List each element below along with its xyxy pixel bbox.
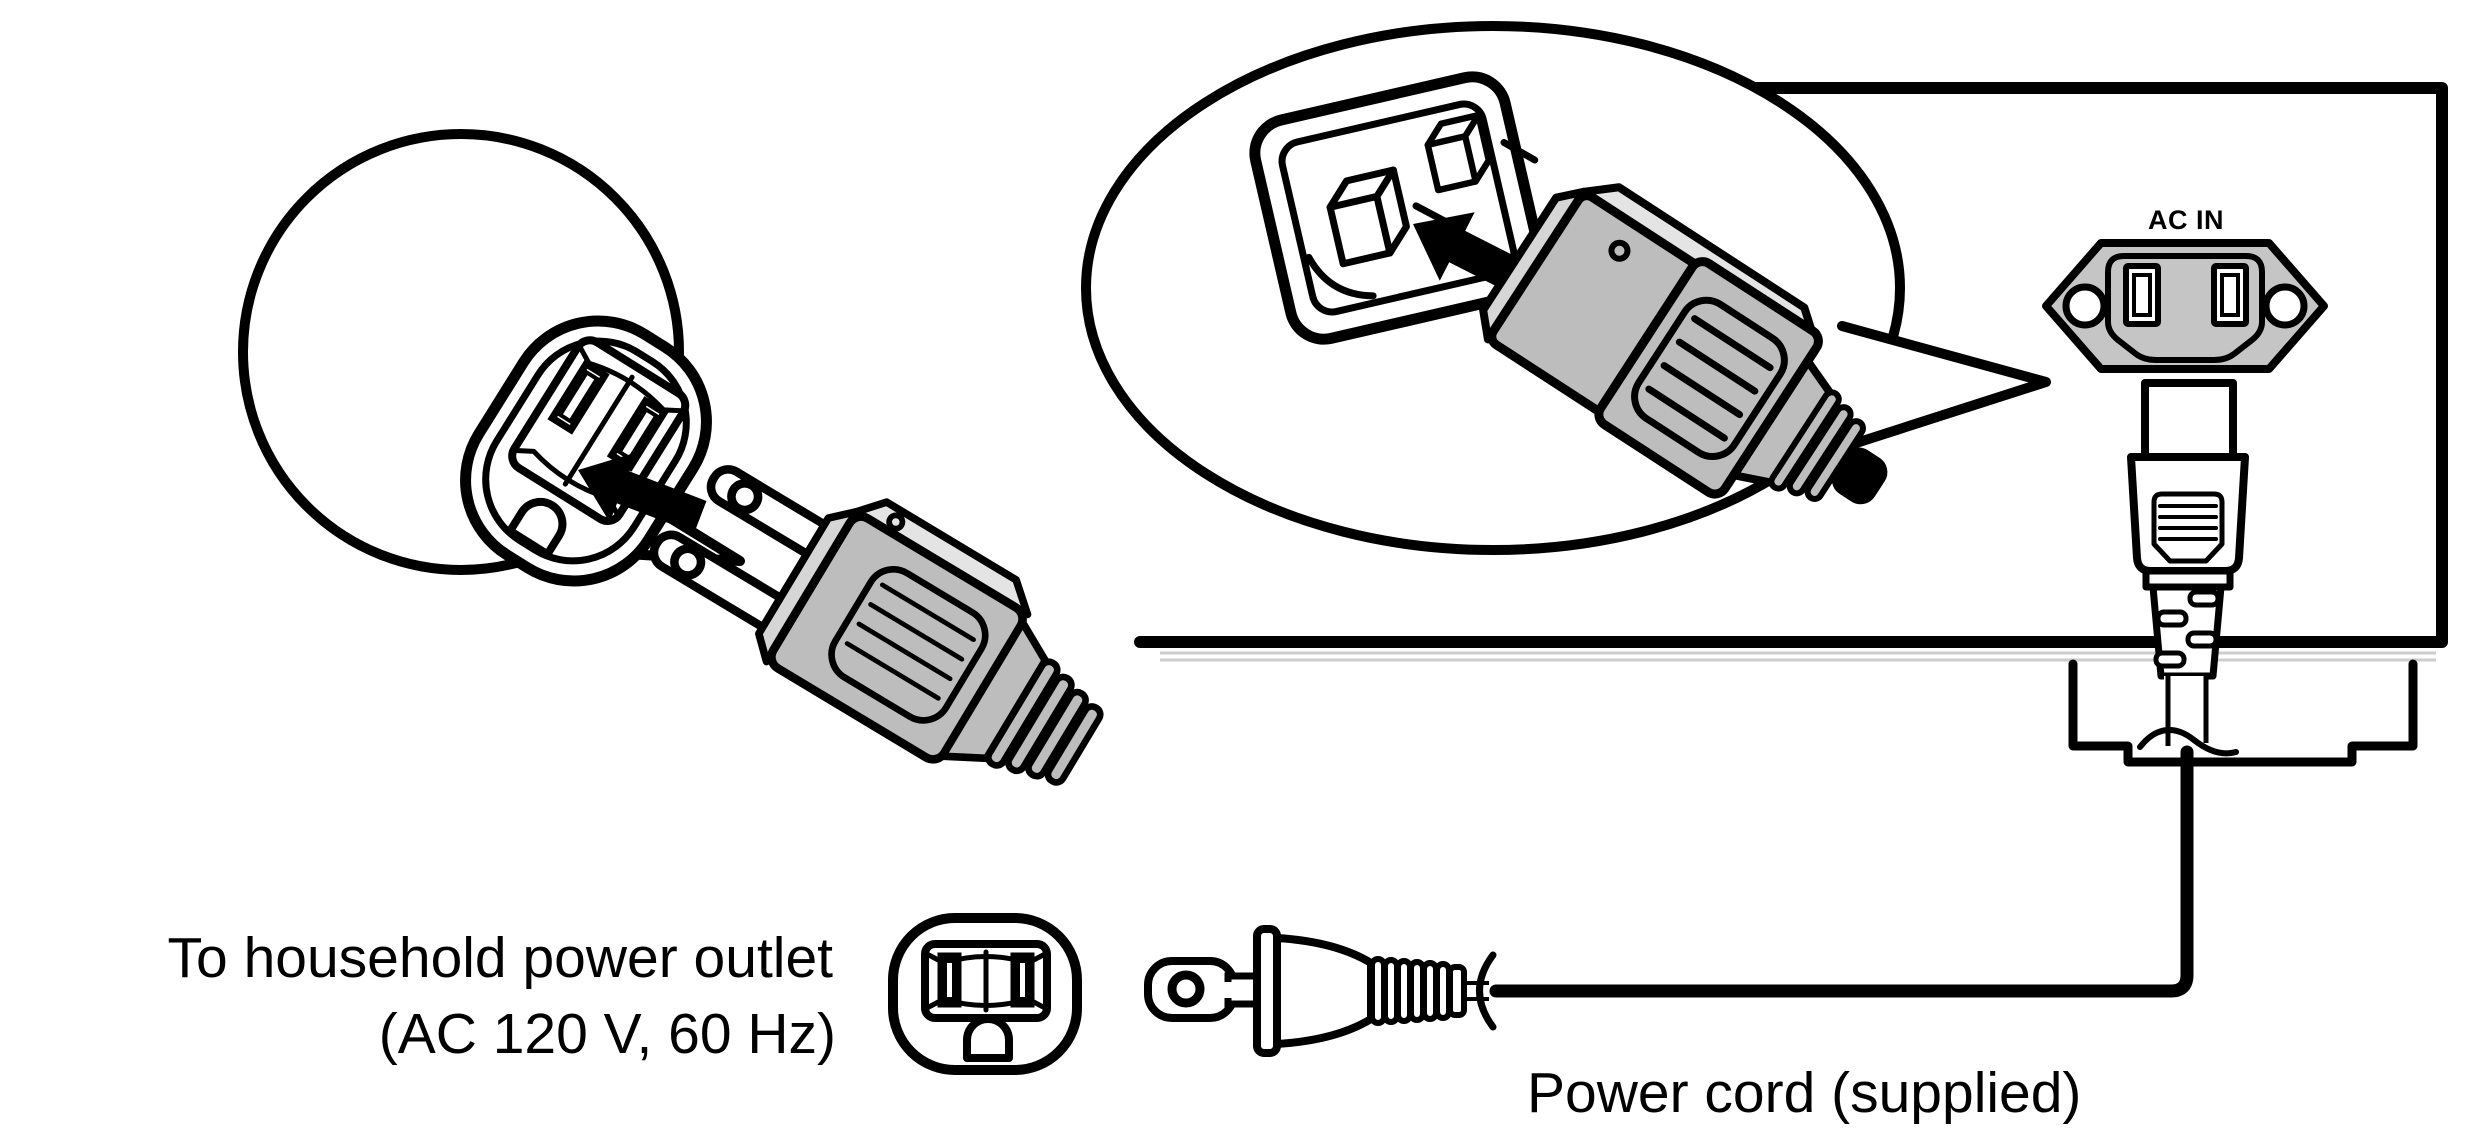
ac-inlet <box>2042 239 2328 373</box>
device-foot <box>2068 659 2418 767</box>
ac-in-label: AC IN <box>2148 205 2224 235</box>
two-prong-plug-zoom-view <box>649 465 1104 786</box>
cord-break-mark <box>2137 727 2239 757</box>
prong-hole <box>1167 970 1205 1008</box>
household-outlet-label-line2: (AC 120 V, 60 Hz) <box>379 1002 836 1066</box>
ground-hole <box>963 1015 1013 1062</box>
outlet-zoom-view <box>460 315 712 587</box>
device-outline <box>1134 82 2448 648</box>
power-outlet-icon <box>888 913 1082 1075</box>
household-outlet-label-line1: To household power outlet <box>168 926 834 990</box>
cord-break-mark <box>1476 951 1497 1031</box>
panel-seam-lines <box>1160 651 2436 662</box>
plug-body <box>1273 934 1375 1048</box>
inlet-screw-hole-left <box>2062 283 2108 329</box>
iec-plug-zoom-view <box>1479 183 1888 505</box>
device-power-plug <box>2127 379 2249 748</box>
callout-inlet-zoom <box>1081 21 2051 555</box>
cord-stub <box>1831 447 1888 505</box>
callout-outlet-zoom <box>238 129 1104 786</box>
inlet-screw-hole-right <box>2262 283 2308 329</box>
power-cord-label: Power cord (supplied) <box>1527 1061 2081 1125</box>
inlet-recess <box>2105 253 2265 363</box>
wall-plug-side <box>1144 925 1497 1057</box>
insert-arrow-icon <box>578 452 707 533</box>
device-rear-panel <box>1134 82 2448 767</box>
power-cord <box>1489 745 2194 998</box>
ground-hole <box>506 497 567 559</box>
